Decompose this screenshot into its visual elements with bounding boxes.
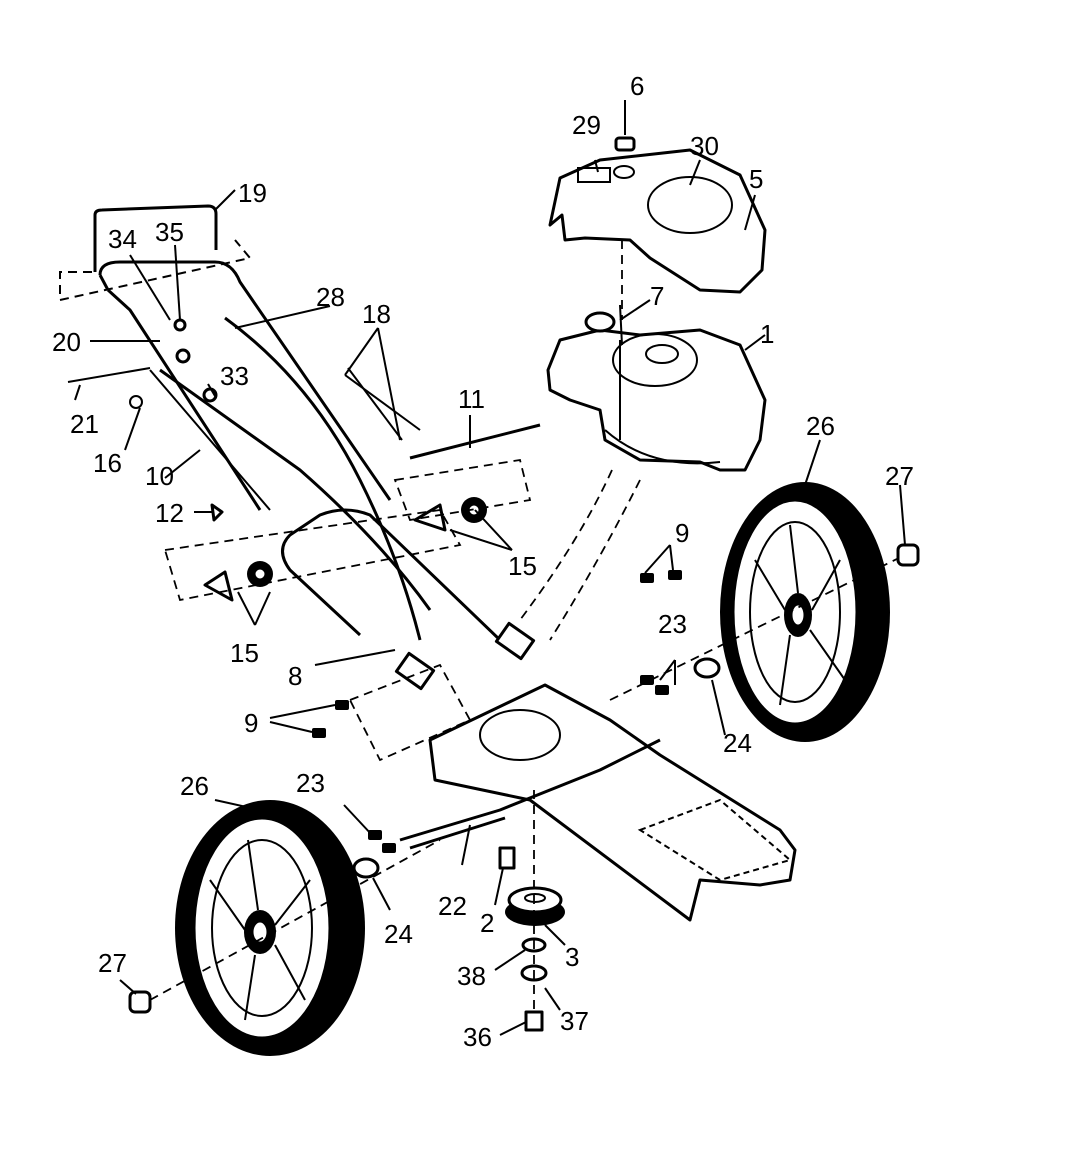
rod-11 [409,423,541,460]
callout-20: 20 [52,327,81,357]
nut-27-left [128,990,152,1014]
callout-23-left: 23 [296,768,325,798]
callout-6: 6 [630,71,644,101]
callout-8: 8 [288,661,302,691]
callout-30: 30 [690,131,719,161]
callout-22: 22 [438,891,467,921]
washer-24-left [352,857,380,879]
pulley-3 [505,886,565,926]
wheel-26-left [175,800,365,1056]
nut-27-right [896,543,920,567]
callout-7: 7 [650,281,664,311]
callout-19: 19 [238,178,267,208]
callout-23-right: 23 [658,609,687,639]
callout-9-right: 9 [675,518,689,548]
mower-deck [428,683,797,922]
cable-28 [224,316,422,641]
callout-11: 11 [458,384,485,414]
callout-35: 35 [155,217,184,247]
engine [546,311,767,472]
bolt-36 [524,1010,544,1032]
callout-28: 28 [316,282,345,312]
callout-38: 38 [457,961,486,991]
callout-5: 5 [749,164,763,194]
washer-24-right [693,657,721,679]
lower-handle [281,508,536,691]
callout-10: 10 [145,461,174,491]
bail-19 [93,204,218,272]
knob-15-left [203,561,273,602]
callout-34: 34 [108,224,137,254]
callout-26-left: 26 [180,771,209,801]
callout-12: 12 [155,498,184,528]
callout-15-left: 15 [230,638,259,668]
callout-18: 18 [362,299,391,329]
wheel-26-right [720,482,890,742]
callout-37: 37 [560,1006,589,1036]
callout-24-right: 24 [723,728,752,758]
dipstick-7 [619,304,623,346]
callout-labels: 1 2 3 5 6 7 8 9 9 10 11 12 15 15 16 18 1… [52,71,914,1052]
callout-21: 21 [70,409,99,439]
callout-9-left: 9 [244,708,258,738]
callout-16: 16 [93,448,122,478]
callout-3: 3 [565,942,579,972]
callout-36: 36 [463,1022,492,1052]
callout-15-right: 15 [508,551,537,581]
leader-lines [74,100,906,1036]
nut-6 [614,136,636,152]
callout-33: 33 [220,361,249,391]
bolts [312,570,682,853]
callout-2: 2 [480,908,494,938]
callout-24-left: 24 [384,919,413,949]
callout-26-right: 26 [806,411,835,441]
callout-1: 1 [760,319,774,349]
callout-29: 29 [572,110,601,140]
callout-27-left: 27 [98,948,127,978]
callout-27-right: 27 [885,461,914,491]
bolt-2 [498,846,516,870]
engine-cover [548,148,767,294]
cable-10 [159,368,432,611]
